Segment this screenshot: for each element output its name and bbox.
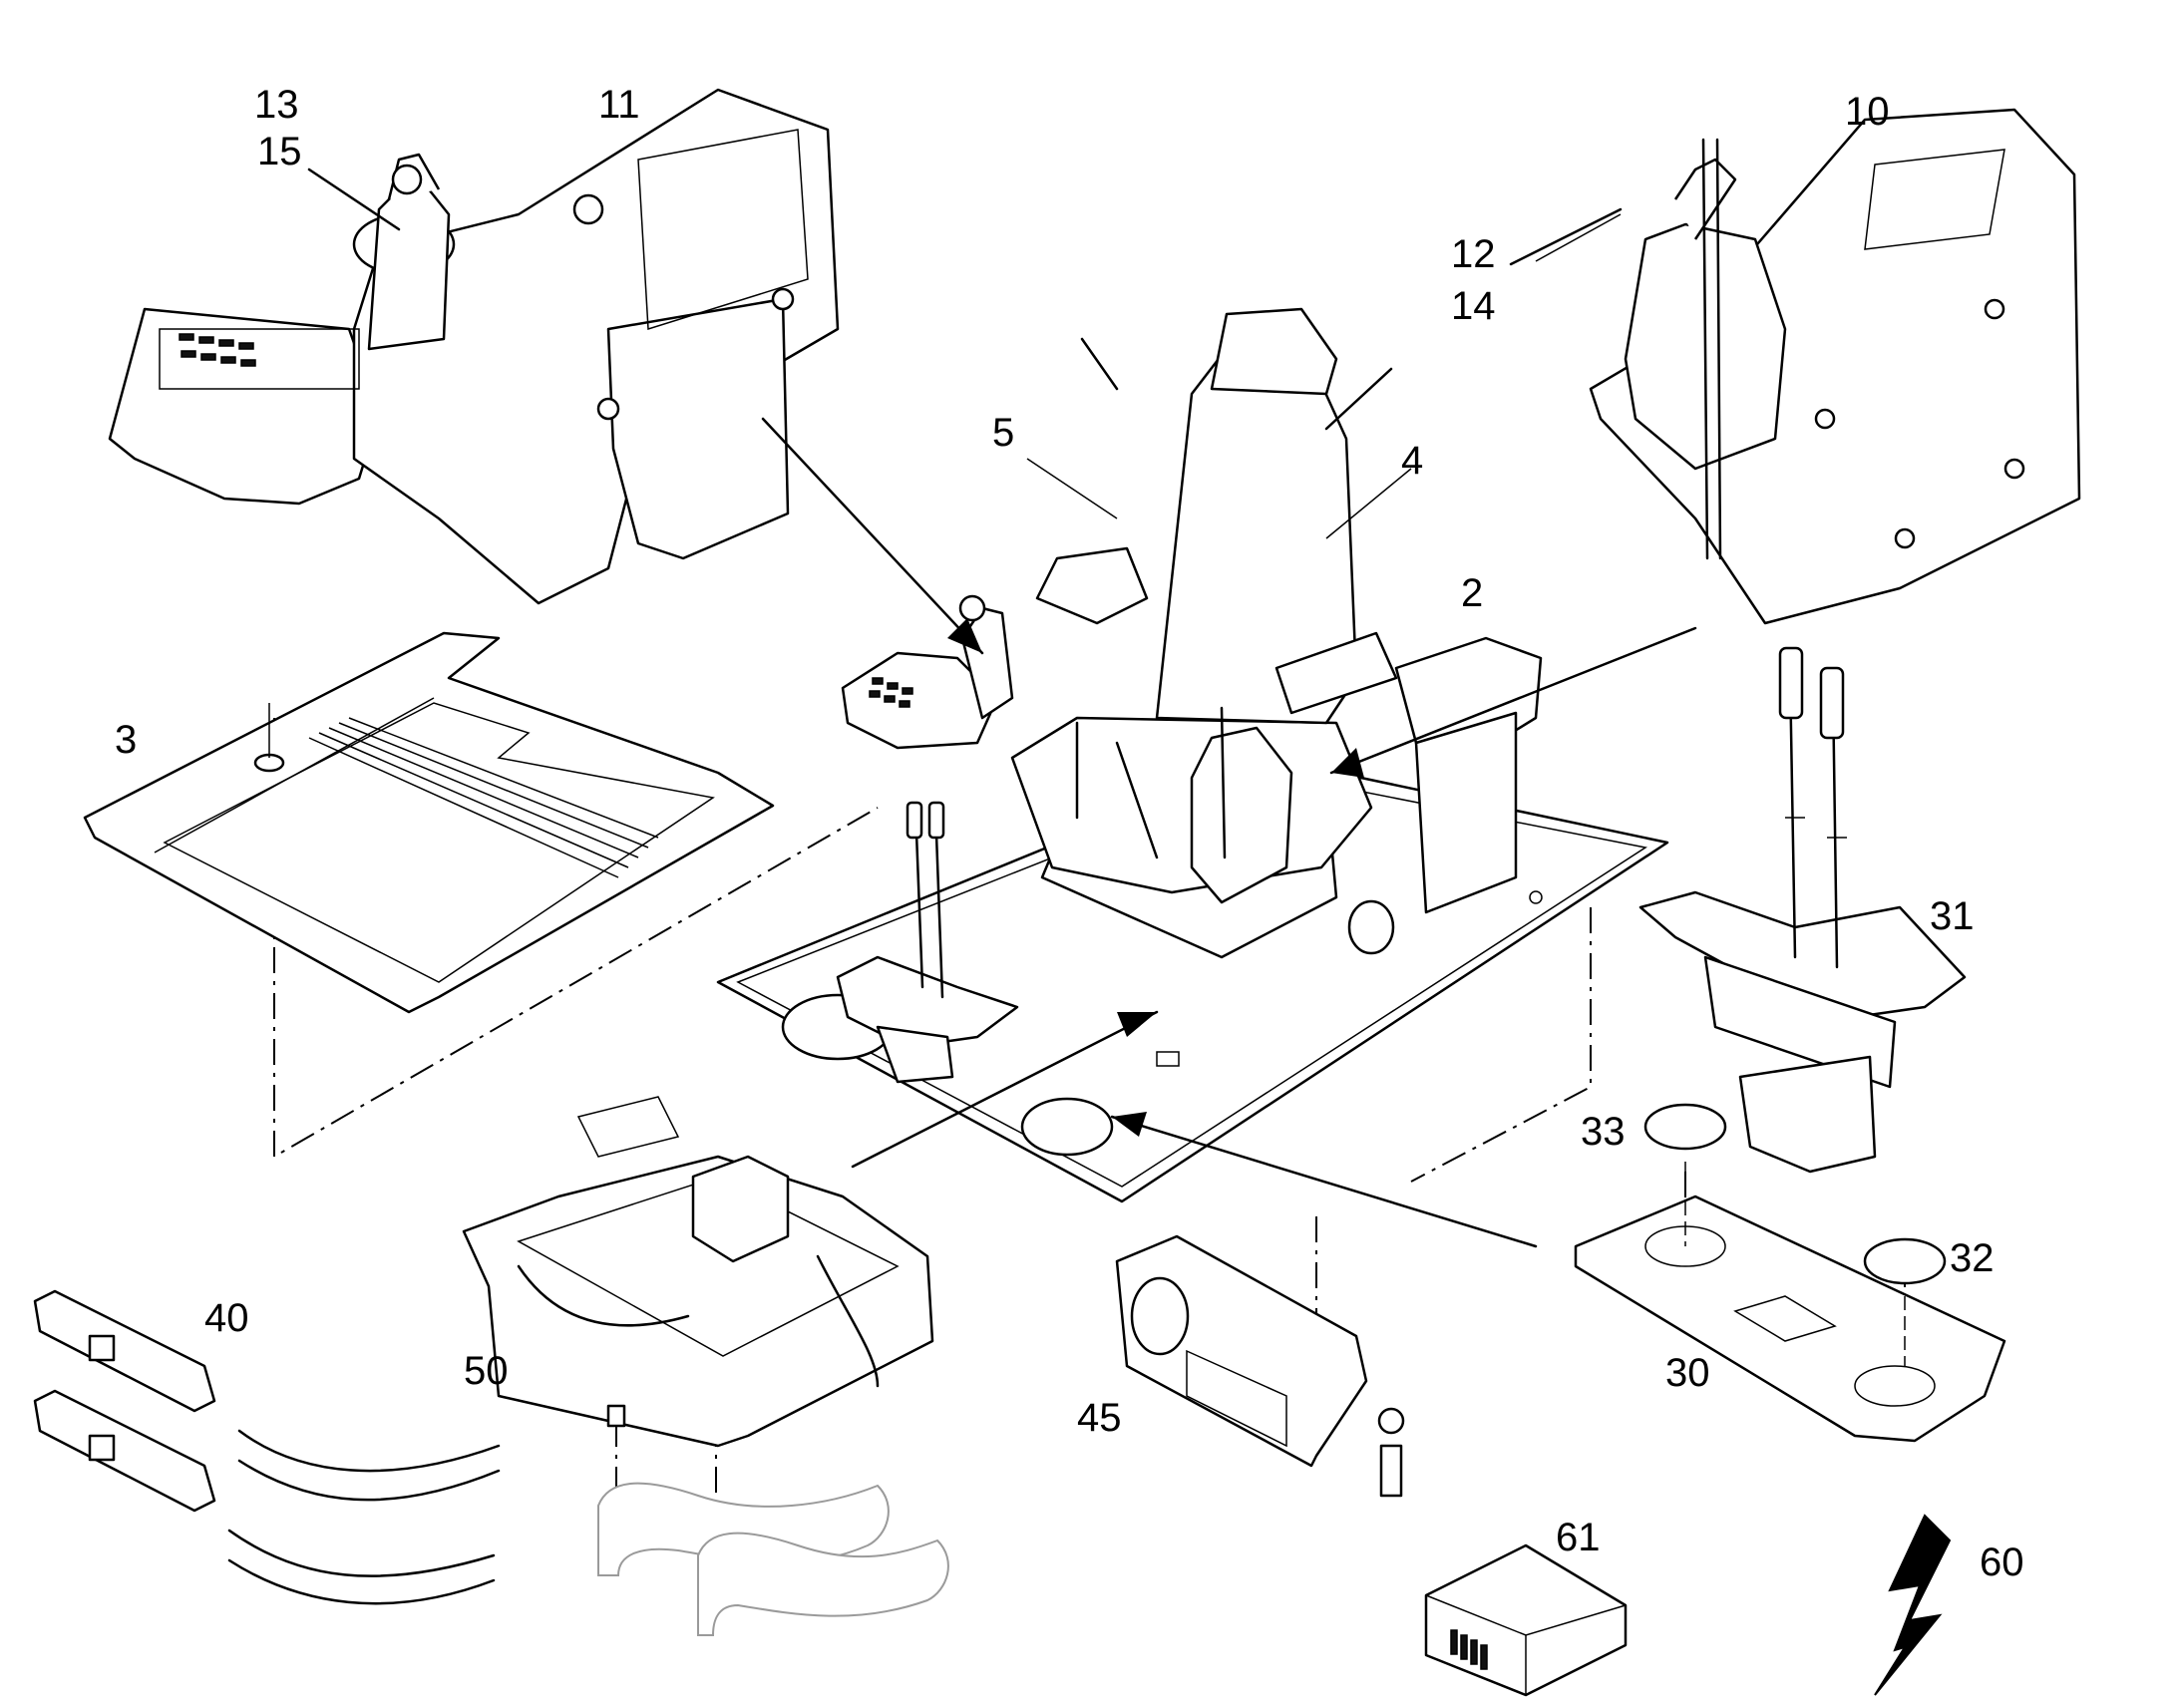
callout-2: 2	[1461, 571, 1483, 615]
hydraulic-control-block	[462, 1096, 934, 1448]
right-console	[1509, 108, 2081, 625]
seat-assembly	[841, 307, 1543, 959]
manifolds	[33, 1289, 501, 1605]
callout-31: 31	[1930, 894, 1975, 938]
left-pedal-unit	[836, 801, 1019, 1084]
floor-mat	[83, 631, 775, 1014]
callout-30: 30	[1665, 1351, 1710, 1395]
callout-33: 33	[1581, 1110, 1626, 1154]
callout-14: 14	[1451, 284, 1496, 328]
callout-10: 10	[1845, 90, 1890, 134]
callout-3: 3	[115, 718, 137, 762]
callout-32: 32	[1950, 1236, 1995, 1280]
pedal-plate	[1574, 1103, 2006, 1443]
lightning-bolt-icon	[1874, 1514, 1952, 1696]
callout-45: 45	[1077, 1396, 1122, 1440]
control-unit	[1424, 1543, 1628, 1697]
callout-61: 61	[1556, 1516, 1601, 1559]
pointer-arrows	[761, 417, 1906, 1366]
callout-40: 40	[204, 1296, 249, 1340]
left-console	[108, 88, 840, 605]
callout-11: 11	[598, 83, 640, 127]
callout-12: 12	[1451, 232, 1496, 276]
callout-labels: 13 15 11 10 12 14 5 4 2 3 31 33 32 30 40…	[115, 83, 2024, 1584]
bracket	[1115, 1234, 1405, 1498]
callout-15: 15	[257, 130, 302, 173]
ghost-hoses	[597, 1482, 949, 1636]
callout-5: 5	[992, 411, 1014, 455]
leader-lines	[1026, 213, 1622, 539]
callout-50: 50	[464, 1349, 509, 1393]
callout-13: 13	[254, 83, 299, 127]
callout-60: 60	[1980, 1540, 2024, 1584]
callout-4: 4	[1401, 439, 1423, 483]
right-pedal-unit	[1638, 646, 1967, 1174]
